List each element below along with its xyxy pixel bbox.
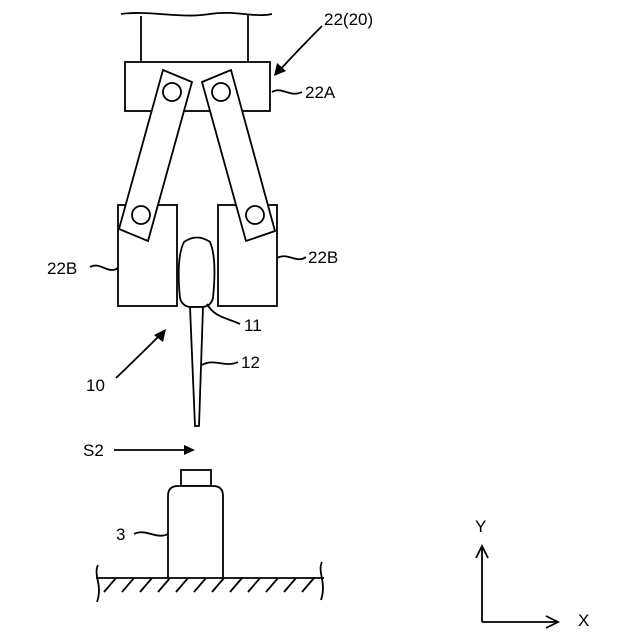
workpiece-body bbox=[168, 486, 223, 578]
label-finger-left: 22B bbox=[47, 260, 77, 277]
tool-shaft-12 bbox=[190, 307, 203, 426]
upper-block-22a bbox=[125, 62, 270, 111]
pivot-upper-right bbox=[212, 83, 230, 101]
label-tool: 10 bbox=[86, 377, 105, 394]
label-tool-head: 11 bbox=[244, 317, 262, 334]
axes-indicator bbox=[476, 546, 558, 628]
top-mount bbox=[121, 13, 272, 63]
tool-head-11 bbox=[179, 238, 215, 308]
workpiece-cap bbox=[181, 470, 211, 486]
pivot-lower-right bbox=[246, 206, 264, 224]
label-finger-right: 22B bbox=[308, 249, 338, 266]
label-axis-x: X bbox=[578, 612, 589, 629]
label-gap: S2 bbox=[83, 442, 104, 459]
pivot-upper-left bbox=[163, 83, 181, 101]
label-axis-y: Y bbox=[475, 518, 486, 535]
label-upper-block: 22A bbox=[305, 84, 335, 101]
label-assembly: 22(20) bbox=[324, 11, 373, 28]
pivot-lower-left bbox=[132, 206, 150, 224]
label-workpiece: 3 bbox=[116, 526, 125, 543]
label-tool-shaft: 12 bbox=[241, 354, 260, 371]
